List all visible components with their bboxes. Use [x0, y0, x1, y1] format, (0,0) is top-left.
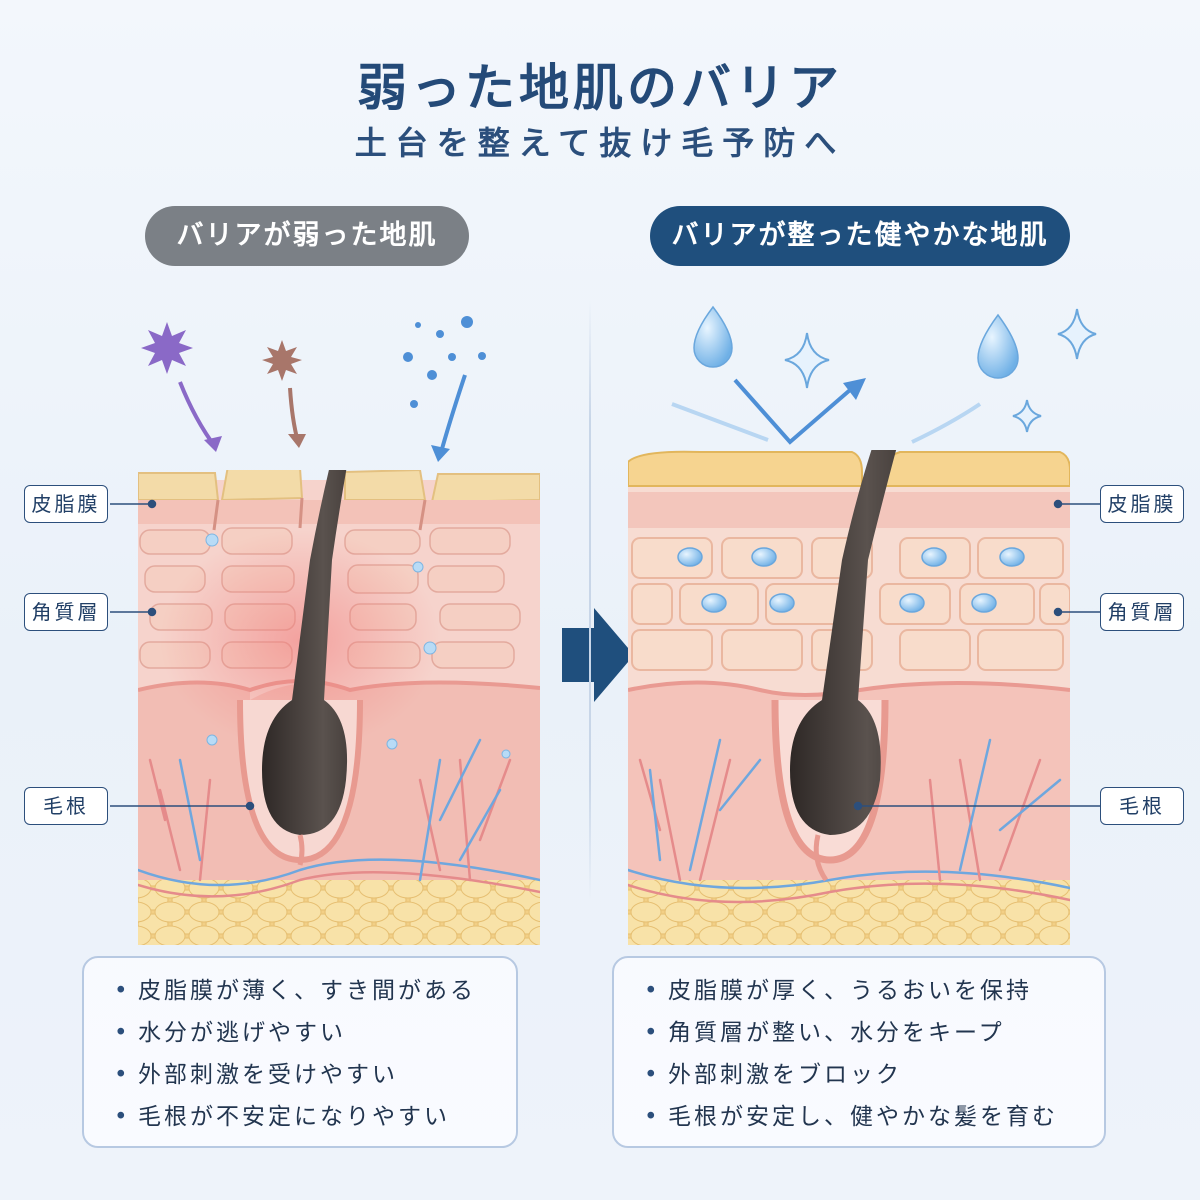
bullet: • — [114, 1104, 131, 1130]
label-stratum-left: 角質層 — [24, 593, 108, 631]
section-divider — [589, 300, 591, 900]
sparkle-icon — [1012, 399, 1042, 433]
healthy-skin-cross-section — [628, 450, 1070, 945]
weak-skin-cross-section — [138, 470, 540, 945]
weak-barrier-heading: バリアが弱った地肌 — [145, 206, 469, 266]
weak-barrier-points: •皮脂膜が薄く、すき間がある •水分が逃げやすい •外部刺激を受けやすい •毛根… — [82, 956, 518, 1148]
bullet: • — [114, 978, 131, 1004]
sparkle-icon — [1057, 308, 1097, 360]
transition-arrow-icon — [562, 608, 634, 702]
sparkle-icon — [784, 332, 830, 389]
water-drop-icon — [693, 305, 733, 368]
healthy-barrier-points: •皮脂膜が厚く、うるおいを保持 •角質層が整い、水分をキープ •外部刺激をブロッ… — [612, 956, 1106, 1148]
list-item: •角質層が整い、水分をキープ — [614, 1012, 1104, 1054]
label-sebum-right: 皮脂膜 — [1100, 485, 1184, 523]
list-item: •皮脂膜が薄く、すき間がある — [84, 970, 516, 1012]
bullet: • — [644, 1062, 661, 1088]
label-stratum-right: 角質層 — [1100, 593, 1184, 631]
page-title: 弱った地肌のバリア — [357, 59, 843, 117]
list-item: •毛根が不安定になりやすい — [84, 1096, 516, 1138]
purple-irritant-icon — [141, 322, 193, 374]
bullet: • — [644, 1104, 661, 1130]
bullet: • — [114, 1062, 131, 1088]
list-item: •毛根が安定し、健やかな髪を育む — [614, 1096, 1104, 1138]
bullet: • — [644, 1020, 661, 1046]
list-item: •外部刺激をブロック — [614, 1054, 1104, 1096]
healthy-barrier-heading: バリアが整った健やかな地肌 — [650, 206, 1070, 266]
brown-irritant-icon — [262, 340, 302, 381]
list-item: •皮脂膜が厚く、うるおいを保持 — [614, 970, 1104, 1012]
page-subtitle: 土台を整えて抜け毛予防へ — [354, 124, 846, 162]
bullet: • — [644, 978, 661, 1004]
list-item: •水分が逃げやすい — [84, 1012, 516, 1054]
label-root-right: 毛根 — [1100, 787, 1184, 825]
water-drop-icon — [977, 313, 1019, 379]
bullet: • — [114, 1020, 131, 1046]
list-item: •外部刺激を受けやすい — [84, 1054, 516, 1096]
irritant-icons — [141, 316, 486, 462]
label-sebum-left: 皮脂膜 — [24, 485, 108, 523]
moisture-icons — [671, 305, 1097, 445]
label-root-left: 毛根 — [24, 787, 108, 825]
